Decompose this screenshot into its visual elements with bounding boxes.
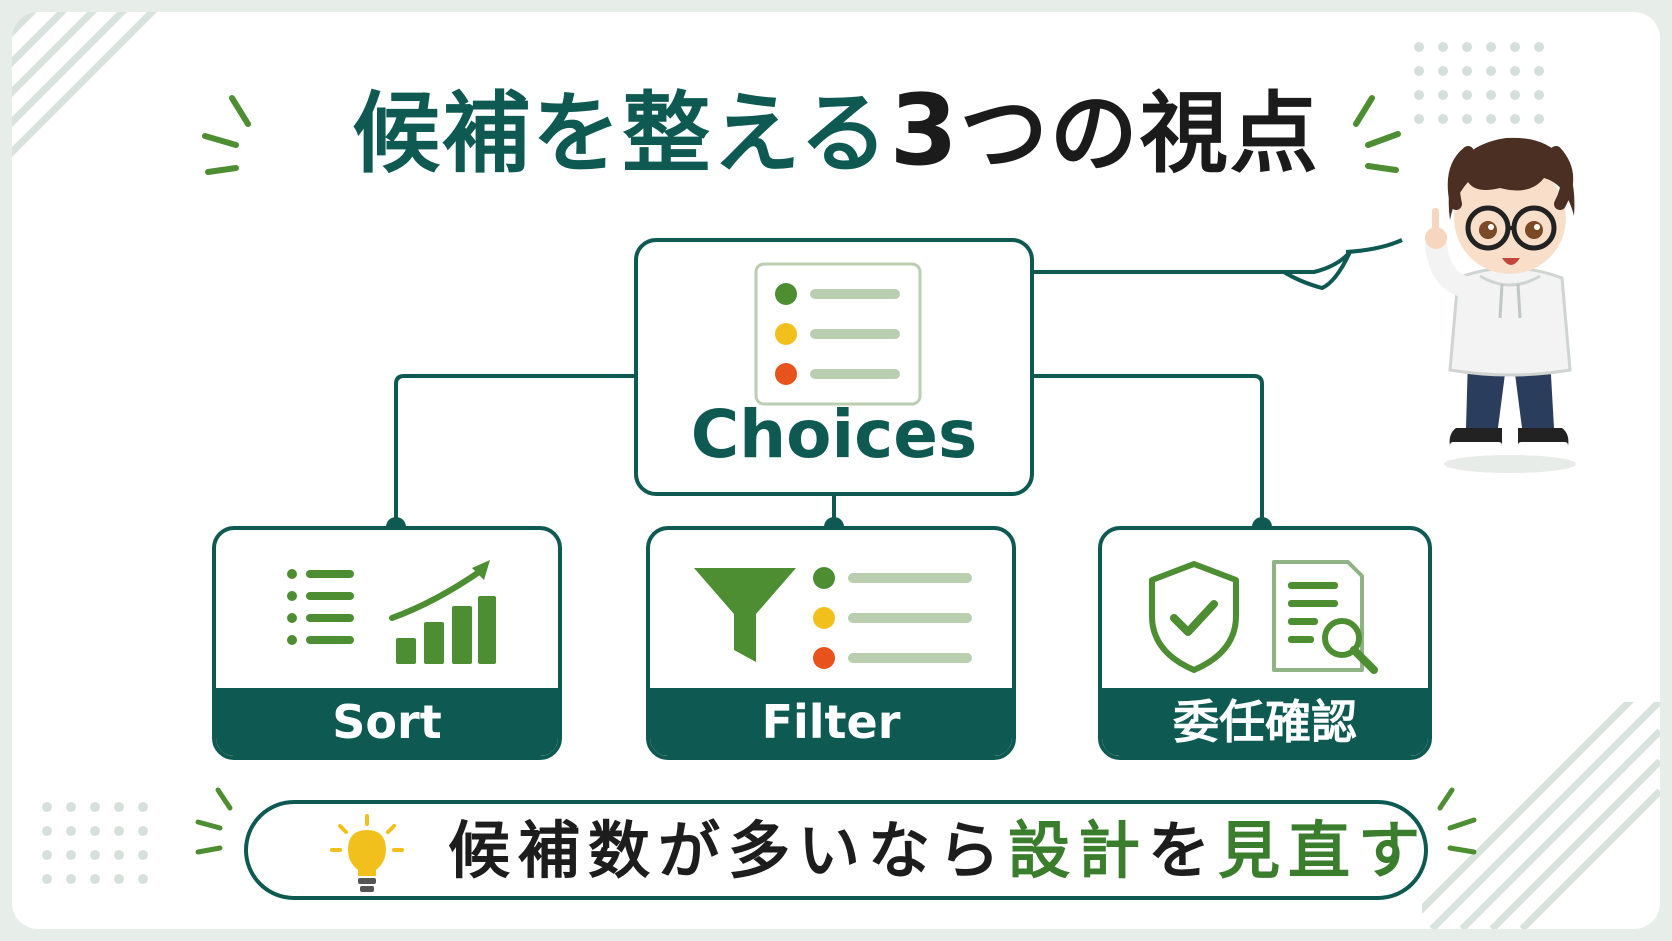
stripes-decoration-top-left [12, 12, 157, 157]
choices-label: Choices [690, 396, 978, 473]
delegation-box: 委任確認 [1098, 526, 1432, 760]
page-title: 候補を整える3つの視点 [0, 82, 1672, 180]
sort-label: Sort [216, 688, 558, 756]
choice-list-icon [813, 567, 972, 669]
delegation-label: 委任確認 [1102, 688, 1428, 756]
tip-text-accent-review: 見直す [1218, 814, 1429, 887]
tip-text-accent-design: 設計 [1008, 814, 1149, 887]
chart-trend-icon [389, 560, 496, 664]
tip-text: 候補数が多いなら設計を見直す [448, 820, 1428, 882]
shield-check-icon [1149, 561, 1239, 673]
document-search-icon [1272, 560, 1378, 674]
sort-box: Sort [212, 526, 562, 760]
title-text-main: 候補を整える [352, 82, 890, 185]
choices-box: Choices [634, 238, 1034, 496]
tip-text-pre: 候補数が多いなら [448, 814, 1009, 887]
tip-text-mid: を [1148, 814, 1219, 887]
stripes-decoration-bottom-right [1422, 702, 1660, 929]
filter-box: Filter [646, 526, 1016, 760]
list-icon [754, 262, 922, 406]
dots-decoration-bottom-left [42, 802, 148, 884]
filter-label: Filter [650, 688, 1012, 756]
list-icon [287, 569, 354, 645]
spark-icon-tip-left [195, 787, 233, 855]
character-illustration [1425, 137, 1576, 473]
spark-icon-title-left [202, 95, 251, 175]
lightbulb-icon [330, 814, 404, 892]
spark-icon-title-right [1353, 95, 1401, 173]
tip-banner: 候補数が多いなら設計を見直す [244, 800, 1428, 900]
title-text-tail: つの視点 [959, 82, 1320, 185]
title-number: 3 [889, 74, 960, 188]
funnel-icon [694, 568, 796, 662]
dots-decoration-top-right [1414, 42, 1544, 124]
spark-icon-tip-right [1437, 787, 1477, 855]
